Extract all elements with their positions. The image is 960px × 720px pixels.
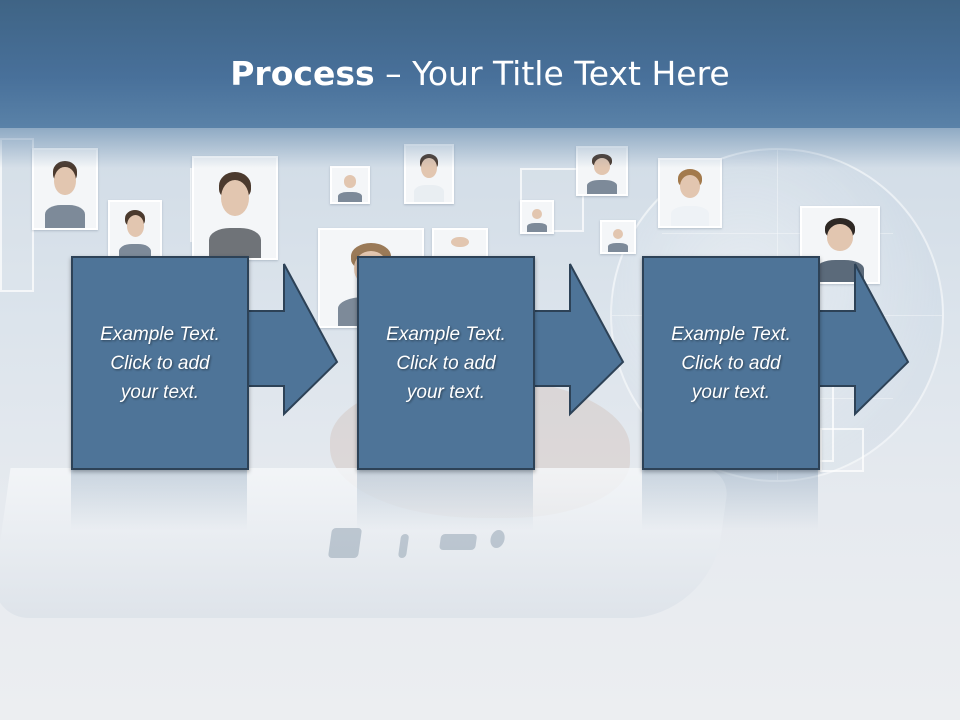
arrow-right-icon: [813, 263, 910, 417]
title-bar: [0, 0, 960, 128]
step-reflection: [71, 470, 247, 530]
process-step-box[interactable]: Example Text. Click to add your text.: [642, 256, 820, 470]
network-photo: [192, 156, 278, 260]
process-step-text: Example Text. Click to add your text.: [671, 323, 791, 403]
title-bar-fade: [0, 128, 960, 168]
slide-title[interactable]: Process – Your Title Text Here: [0, 52, 960, 96]
process-step-box[interactable]: Example Text. Click to add your text.: [71, 256, 249, 470]
slide-title-rest: – Your Title Text Here: [374, 54, 730, 93]
network-photo: [108, 200, 162, 264]
arrow-right-icon: [242, 263, 339, 417]
process-step-1[interactable]: Example Text. Click to add your text.: [71, 256, 401, 470]
step-reflection: [357, 470, 533, 530]
process-step-text: Example Text. Click to add your text.: [386, 323, 506, 403]
arrow-right-icon: [528, 263, 625, 417]
network-photo: [600, 220, 636, 254]
process-step-box[interactable]: Example Text. Click to add your text.: [357, 256, 535, 470]
slide-title-bold: Process: [230, 54, 375, 93]
network-photo: [330, 166, 370, 204]
process-step-2[interactable]: Example Text. Click to add your text.: [357, 256, 687, 470]
step-reflection: [642, 470, 818, 530]
network-photo: [520, 200, 554, 234]
network-photo: [658, 158, 722, 228]
process-step-text: Example Text. Click to add your text.: [100, 323, 220, 403]
process-step-3[interactable]: Example Text. Click to add your text.: [642, 256, 960, 470]
